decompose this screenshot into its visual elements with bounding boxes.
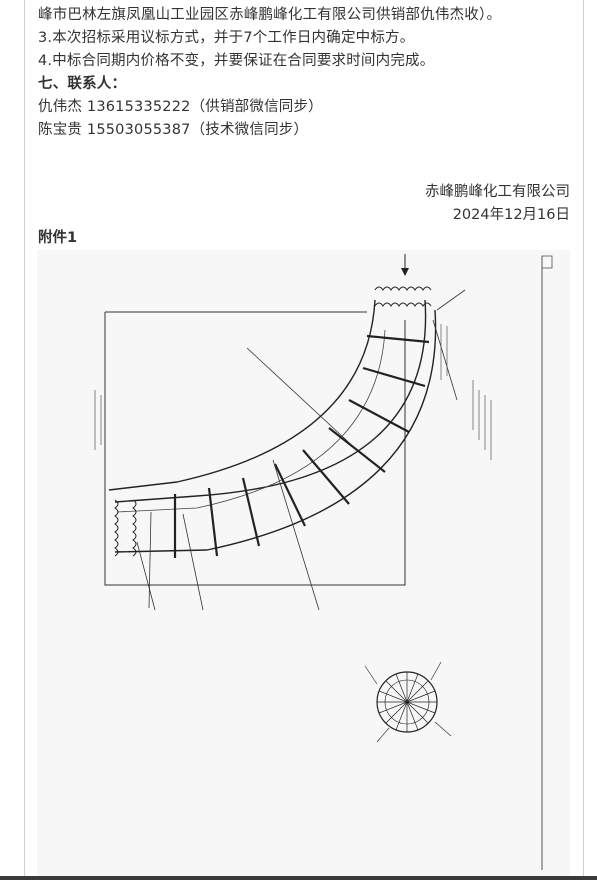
document-body: 峰市巴林左旗凤凰山工业园区赤峰鹏峰化工有限公司供销部仇伟杰收）。 3.本次招标采…: [38, 4, 578, 142]
contact-line: 陈宝贵 15503055387（技术微信同步）: [38, 122, 309, 138]
attachment-label: 附件1: [38, 230, 78, 246]
attachment-drawing[interactable]: [37, 250, 570, 876]
signature-block: 赤峰鹏峰化工有限公司 2024年12月16日: [425, 181, 570, 227]
body-line: 峰市巴林左旗凤凰山工业园区赤峰鹏峰化工有限公司供销部仇伟杰收）。: [38, 7, 502, 23]
page-frame: [24, 0, 584, 880]
contact-line: 仇伟杰 13615335222（供销部微信同步）: [38, 99, 323, 115]
signature-date: 2024年12月16日: [452, 207, 570, 223]
signature-company: 赤峰鹏峰化工有限公司: [425, 184, 570, 200]
contact-heading: 七、联系人：: [38, 76, 127, 92]
body-line: 4.中标合同期内价格不变，并要保证在合同要求时间内完成。: [38, 53, 435, 69]
body-line: 3.本次招标采用议标方式，并于7个工作日内确定中标方。: [38, 30, 415, 46]
bottom-bar: [0, 876, 597, 880]
pipe-bend-drawing: [94, 254, 553, 870]
